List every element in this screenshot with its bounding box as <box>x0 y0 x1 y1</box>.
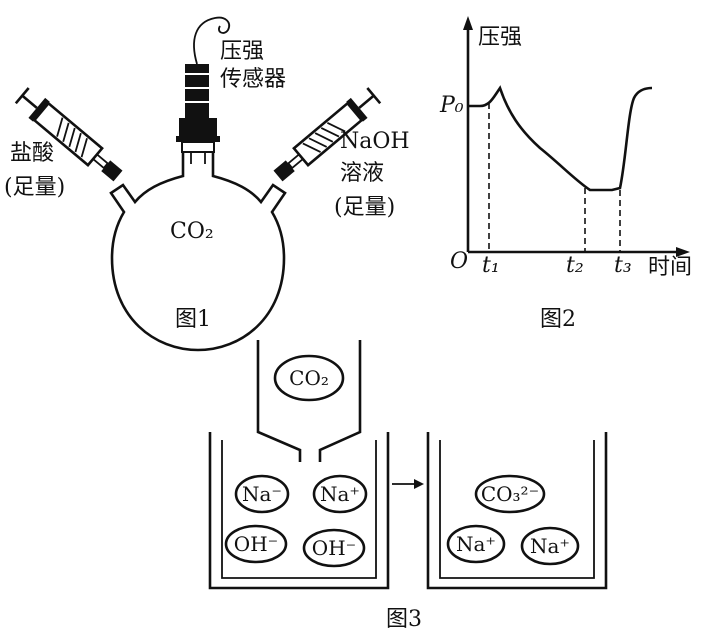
figure3-reaction: CO₂ Na⁻ Na⁺ OH⁻ OH⁻ CO₃²⁻ Na⁺ Na⁺ <box>208 340 608 590</box>
left-label-line2: (足量) <box>4 175 65 200</box>
gas-tube <box>256 340 362 462</box>
right-syringe <box>273 87 382 182</box>
before-ion-3: OH⁻ <box>234 532 278 556</box>
y-axis-label: 压强 <box>478 25 522 50</box>
center-stopper-band <box>176 136 220 142</box>
right-label-line2: 溶液 <box>340 161 384 186</box>
right-label-line3: (足量) <box>334 195 395 220</box>
left-label-line1: 盐酸 <box>10 141 54 166</box>
figure2-caption: 图2 <box>540 307 576 332</box>
origin-label: O <box>450 249 468 274</box>
flask-body <box>109 152 287 352</box>
center-stopper <box>179 118 217 136</box>
sensor-label-line1: 压强 <box>220 39 264 64</box>
tube-ion-label: CO₂ <box>289 366 329 390</box>
figure1-caption: 图1 <box>175 307 211 332</box>
right-label-line1: NaOH <box>340 129 410 154</box>
after-ion-3: Na⁺ <box>530 534 570 558</box>
before-ion-2: Na⁺ <box>320 482 360 506</box>
pressure-curve <box>468 85 653 192</box>
before-ion-1: Na⁻ <box>242 482 282 506</box>
figure2-pressure-graph: 压强 时间 O P₀ t₁ t₂ t₃ <box>439 16 692 280</box>
right-beaker <box>426 432 608 590</box>
t2-label: t₂ <box>566 253 584 278</box>
after-ion-3-ellipse <box>520 526 580 566</box>
t3-label: t₃ <box>614 253 632 278</box>
x-axis-label: 时间 <box>648 255 692 280</box>
before-ion-1-ellipse <box>234 474 290 514</box>
before-ion-4: OH⁻ <box>312 536 356 560</box>
after-ion-2: Na⁺ <box>456 532 496 556</box>
flask-label: CO₂ <box>170 219 214 244</box>
after-ion-1: CO₃²⁻ <box>481 482 539 506</box>
before-ion-3-ellipse <box>224 524 288 564</box>
x-axis-arrow <box>676 247 690 257</box>
p0-label: P₀ <box>439 93 464 118</box>
after-ion-2-ellipse <box>446 524 506 564</box>
after-ion-1-ellipse <box>474 474 546 514</box>
left-beaker <box>208 432 390 590</box>
figure3-caption: 图3 <box>386 607 422 632</box>
sensor-label-line2: 传感器 <box>220 67 286 92</box>
y-axis-arrow <box>463 16 473 30</box>
left-syringe <box>14 87 123 182</box>
before-ion-4-ellipse <box>302 528 366 568</box>
tube-ion-ellipse <box>273 354 345 402</box>
figure1-apparatus: 压强 传感器 盐酸 (足量) NaOH 溶液 (足量) CO₂ <box>4 16 410 352</box>
pressure-sensor <box>185 16 230 118</box>
t1-label: t₁ <box>482 253 500 278</box>
before-ion-2-ellipse <box>312 474 368 514</box>
